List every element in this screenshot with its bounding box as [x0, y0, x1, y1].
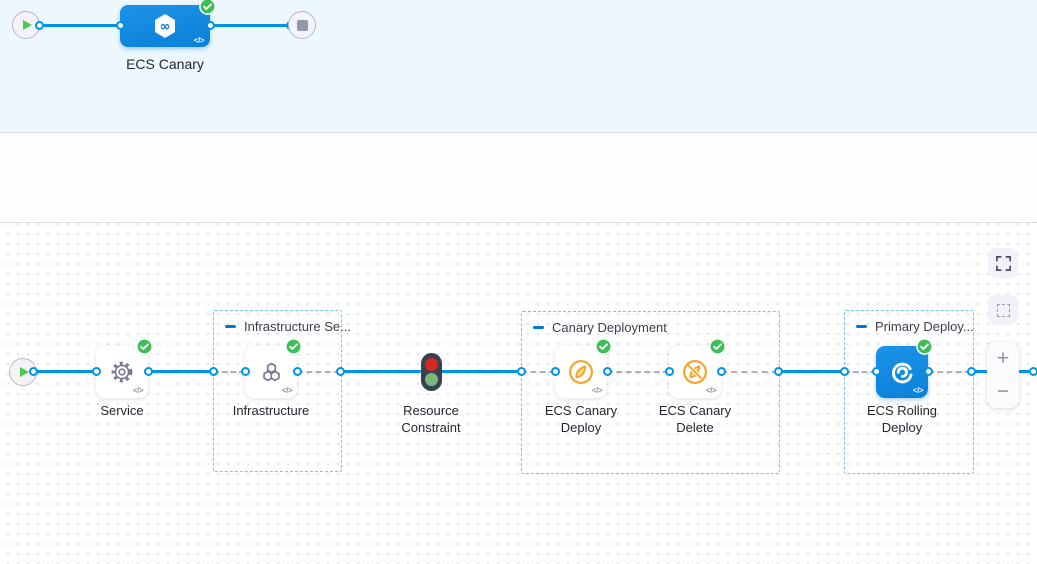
connector-line [148, 370, 213, 373]
group-header: Canary Deployment [533, 320, 667, 335]
marquee-icon [996, 303, 1010, 317]
connector-point [839, 367, 849, 376]
fit-selection-button[interactable] [988, 295, 1018, 325]
play-icon [23, 20, 32, 30]
connector-line [33, 370, 96, 373]
connector-line-dashed [607, 371, 669, 373]
connector-line [26, 24, 120, 27]
stage-label: ECS Canary [126, 56, 204, 72]
connector-point [602, 367, 612, 376]
connector-point [773, 367, 783, 376]
zoom-controls: + − [987, 342, 1019, 408]
connector-point [28, 367, 38, 376]
connector-point [516, 367, 526, 376]
canary-delete-icon [683, 360, 707, 384]
group-title: Infrastructure Se... [244, 319, 351, 334]
connector-line-dashed [213, 371, 245, 373]
zoom-out-button[interactable]: − [996, 379, 1010, 403]
node-label: ECS Canary Delete [658, 403, 732, 435]
connector-point [91, 367, 101, 376]
fullscreen-icon [995, 255, 1011, 271]
play-icon [20, 367, 29, 377]
connector-point [115, 20, 125, 30]
connector-point [664, 367, 674, 376]
stage-graph-strip: ∞ </> ECS Canary [0, 0, 1037, 133]
connector-point [716, 367, 726, 376]
connector-point [335, 367, 345, 376]
group-title: Primary Deploy... [875, 319, 974, 334]
connector-point [205, 20, 215, 30]
connector-line [441, 370, 521, 373]
connector-point [240, 367, 250, 376]
execution-summary-bar: ECS Canary Started at: 10/6/2022, 5:01:2… [0, 133, 1037, 338]
group-header: Infrastructure Se... [225, 319, 351, 334]
connector-line-dashed [721, 371, 778, 373]
success-check-icon [595, 338, 612, 355]
collapse-icon[interactable] [856, 325, 867, 328]
stop-icon [296, 19, 308, 31]
harness-pipeline-icon: ∞ [155, 14, 175, 38]
code-icon: </> [193, 36, 205, 45]
code-icon: </> [591, 386, 603, 395]
collapse-icon[interactable] [533, 326, 544, 329]
success-check-icon [199, 0, 216, 15]
zoom-in-button[interactable]: + [996, 346, 1010, 370]
connector-point [143, 367, 153, 376]
node-ecs-canary-deploy[interactable]: </> [555, 338, 612, 398]
fullscreen-button[interactable] [988, 248, 1018, 278]
traffic-light-green [425, 373, 438, 386]
node-label: Resource Constraint [401, 403, 461, 435]
gear-icon [111, 361, 133, 383]
node-service[interactable]: </> [96, 338, 153, 398]
hexagons-icon [262, 362, 280, 381]
code-icon: </> [132, 386, 144, 395]
connector-line-dashed [928, 371, 971, 373]
code-icon: </> [281, 386, 293, 395]
ecs-rolling-icon [892, 362, 913, 384]
traffic-light-red [425, 358, 438, 371]
connector-point [35, 20, 44, 30]
group-header: Primary Deploy... [856, 319, 974, 334]
node-label: Service [100, 403, 144, 418]
connector-line-dashed [844, 371, 876, 373]
success-check-icon [916, 338, 933, 355]
node-resource-constraint[interactable] [421, 353, 442, 391]
success-check-icon [709, 338, 726, 355]
node-label: ECS Canary Deploy [544, 403, 618, 435]
canary-icon [569, 360, 593, 384]
svg-text:∞: ∞ [160, 20, 171, 35]
node-infrastructure[interactable]: </> [245, 338, 302, 398]
pipeline-canvas[interactable]: Infrastructure Se... Canary Deployment P… [0, 223, 1037, 564]
group-infrastructure-section: Infrastructure Se... [213, 310, 351, 472]
group-primary-deployment: Primary Deploy... [844, 310, 974, 474]
connector-point [871, 367, 881, 376]
connector-line [340, 370, 421, 373]
connector-line-dashed [521, 371, 555, 373]
node-label: ECS Rolling Deploy [866, 403, 938, 435]
group-title: Canary Deployment [552, 320, 667, 335]
code-icon: </> [912, 386, 924, 395]
connector-point [1029, 367, 1037, 376]
connector-point [550, 367, 560, 376]
connector-line [778, 370, 844, 373]
connector-line [210, 24, 302, 27]
success-check-icon [136, 338, 153, 355]
group-canary-deployment: Canary Deployment [521, 311, 780, 474]
collapse-icon[interactable] [225, 325, 236, 328]
connector-point [923, 367, 933, 376]
connector-line-dashed [297, 371, 340, 373]
success-check-icon [285, 338, 302, 355]
stage-card-ecs-canary[interactable]: ∞ </> [120, 0, 216, 47]
connector-point [966, 367, 976, 376]
pipeline-end-node[interactable] [288, 11, 316, 39]
node-label: Infrastructure [232, 403, 310, 418]
connector-point [292, 367, 302, 376]
code-icon: </> [705, 386, 717, 395]
node-ecs-canary-delete[interactable]: </> [669, 338, 726, 398]
connector-point [208, 367, 218, 376]
node-ecs-rolling-deploy[interactable]: </> [876, 338, 933, 398]
